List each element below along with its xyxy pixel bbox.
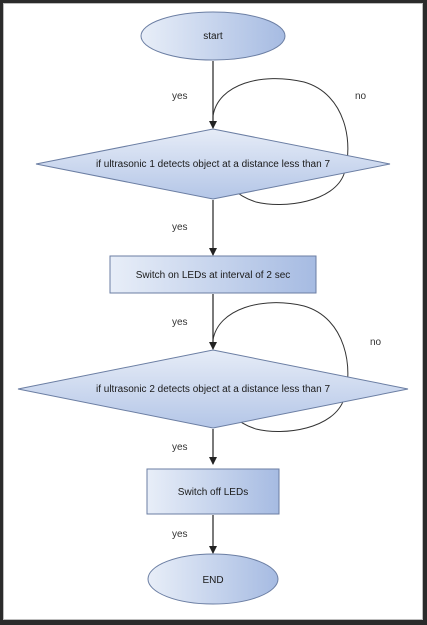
- edge-label-yes-5: yes: [172, 529, 188, 540]
- decision2-label: if ultrasonic 2 detects object at a dist…: [96, 384, 330, 395]
- start-node: [140, 11, 286, 61]
- process2-label: Switch off LEDs: [178, 487, 248, 498]
- flowchart: start if ultrasonic 1 detects object at …: [17, 11, 409, 605]
- edge-label-yes-1: yes: [172, 91, 188, 102]
- decision1-label: if ultrasonic 1 detects object at a dist…: [96, 159, 330, 170]
- end-node: [147, 553, 279, 605]
- flowchart-canvas: start if ultrasonic 1 detects object at …: [3, 3, 423, 620]
- edge-label-no-2: no: [370, 337, 382, 348]
- end-label: END: [202, 575, 223, 586]
- decision1-diamond: [35, 128, 391, 200]
- process1-box: [109, 255, 317, 294]
- edge-label-yes-3: yes: [172, 317, 188, 328]
- decision2-diamond: [17, 349, 409, 429]
- start-label: start: [203, 31, 223, 42]
- process1-label: Switch on LEDs at interval of 2 sec: [136, 270, 291, 281]
- edge-label-yes-4: yes: [172, 442, 188, 453]
- process2-box: [146, 468, 280, 515]
- edge-label-yes-2: yes: [172, 222, 188, 233]
- edge-label-no-1: no: [355, 91, 367, 102]
